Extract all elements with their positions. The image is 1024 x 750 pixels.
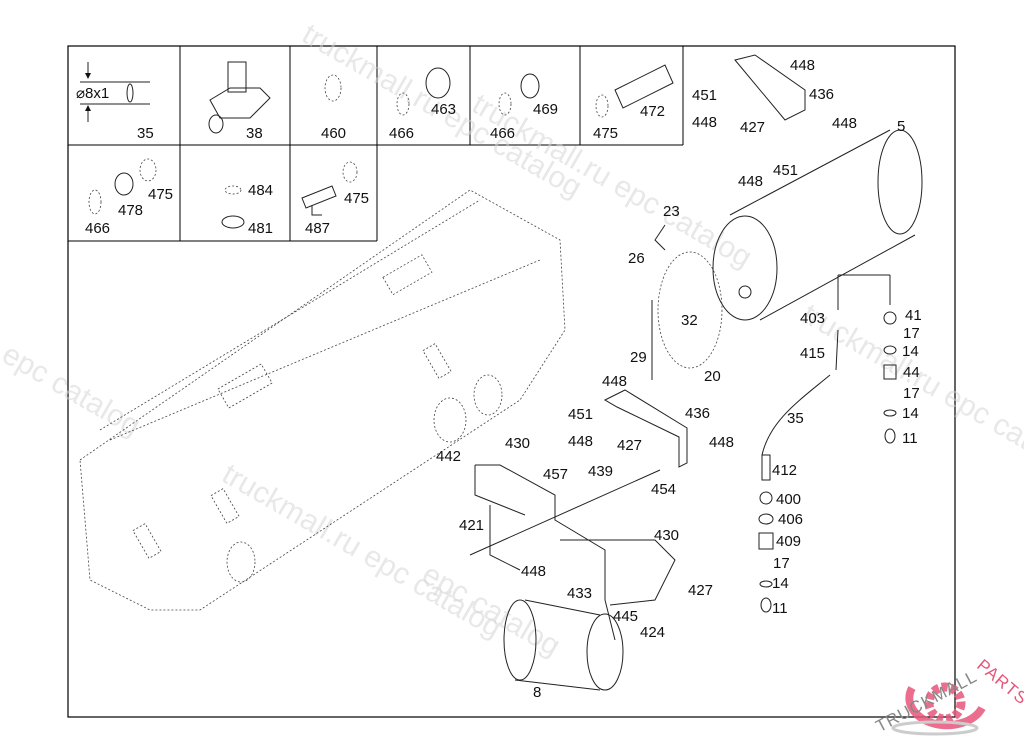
part-label: 466: [389, 125, 414, 142]
part-label: 448: [832, 115, 857, 132]
part-label: 481: [248, 220, 273, 237]
dimension-label: ⌀8x1: [76, 85, 109, 102]
part-label: 11: [902, 430, 918, 447]
tank-strap: [654, 224, 723, 369]
part-label: 445: [613, 608, 638, 625]
part-label: 448: [602, 373, 627, 390]
part-label: 451: [568, 406, 593, 423]
inset-labels: ⌀8x1 35 38 460 466 463 466 469 475 472 4…: [76, 85, 665, 237]
part-label: 472: [640, 103, 665, 120]
part-label: 439: [588, 463, 613, 480]
fitting-stack-left: [758, 454, 774, 613]
part-label: 442: [436, 448, 461, 465]
fitting-415: [835, 329, 839, 371]
part-label: 448: [692, 114, 717, 131]
part-label: 14: [902, 343, 919, 360]
svg-text:PARTS: PARTS: [973, 655, 1024, 708]
part-label: 20: [704, 368, 721, 385]
svg-text:truckmall.ru epc catalog: truckmall.ru epc catalog: [217, 457, 508, 644]
part-label: 457: [543, 466, 568, 483]
part-label: 448: [738, 173, 763, 190]
part-label: 35: [137, 125, 154, 142]
part-label: 451: [692, 87, 717, 104]
callout-labels: 448 451 436 448 427 448 5 451 448 23 26 …: [436, 57, 922, 701]
part-label: 41: [905, 307, 922, 324]
part-label: 427: [617, 437, 642, 454]
part-label: 433: [567, 585, 592, 602]
inset-parts: [80, 61, 674, 229]
part-label: 26: [628, 250, 645, 267]
part-label: 451: [773, 162, 798, 179]
part-label: 436: [685, 405, 710, 422]
part-label: 23: [663, 203, 680, 220]
part-label: 409: [776, 533, 801, 550]
part-label: 427: [688, 582, 713, 599]
bracket-421: [474, 464, 676, 641]
part-label: 29: [630, 349, 647, 366]
part-label: 448: [568, 433, 593, 450]
part-label: 448: [521, 563, 546, 580]
part-label: 421: [459, 517, 484, 534]
part-label: 448: [790, 57, 815, 74]
part-label: 17: [773, 555, 790, 572]
part-label: 403: [800, 310, 825, 327]
part-label: 5: [897, 118, 905, 135]
part-label: 35: [787, 410, 804, 427]
part-label: 11: [772, 600, 788, 617]
pipe-35: [761, 374, 831, 456]
part-label: 427: [740, 119, 765, 136]
part-label: 430: [505, 435, 530, 452]
part-label: 475: [148, 186, 173, 203]
air-tank-8: [503, 599, 624, 691]
part-label: 424: [640, 624, 665, 641]
part-label: 448: [709, 434, 734, 451]
part-label: 8: [533, 684, 541, 701]
air-tank-5: [712, 129, 923, 321]
part-label: 412: [772, 462, 797, 479]
part-label: 400: [776, 491, 801, 508]
part-label: 466: [85, 220, 110, 237]
part-label: 487: [305, 220, 330, 237]
part-label: 466: [490, 125, 515, 142]
part-label: 475: [593, 125, 618, 142]
part-label: 463: [431, 101, 456, 118]
part-label: 406: [778, 511, 803, 528]
part-label: 430: [654, 527, 679, 544]
part-label: 14: [902, 405, 919, 422]
part-label: 32: [681, 312, 698, 329]
fitting-stack-right: [883, 311, 897, 444]
part-label: 475: [344, 190, 369, 207]
part-label: 17: [903, 385, 920, 402]
part-label: 469: [533, 101, 558, 118]
bracket-436: [603, 54, 806, 468]
part-label: 415: [800, 345, 825, 362]
part-label: 436: [809, 86, 834, 103]
part-label: 14: [772, 575, 789, 592]
part-label: 454: [651, 481, 676, 498]
diagram-frame: [67, 45, 956, 718]
part-label: 478: [118, 202, 143, 219]
inset-grid: [68, 46, 684, 242]
bus-outline: [79, 189, 566, 611]
svg-text:epc catalog: epc catalog: [0, 337, 146, 442]
part-label: 44: [903, 364, 920, 381]
part-label: 460: [321, 125, 346, 142]
truckmallparts-logo: TRUCKMALL PARTS: [873, 655, 1024, 736]
part-label: 484: [248, 182, 273, 199]
part-label: 17: [903, 325, 920, 342]
part-label: 38: [246, 125, 263, 142]
